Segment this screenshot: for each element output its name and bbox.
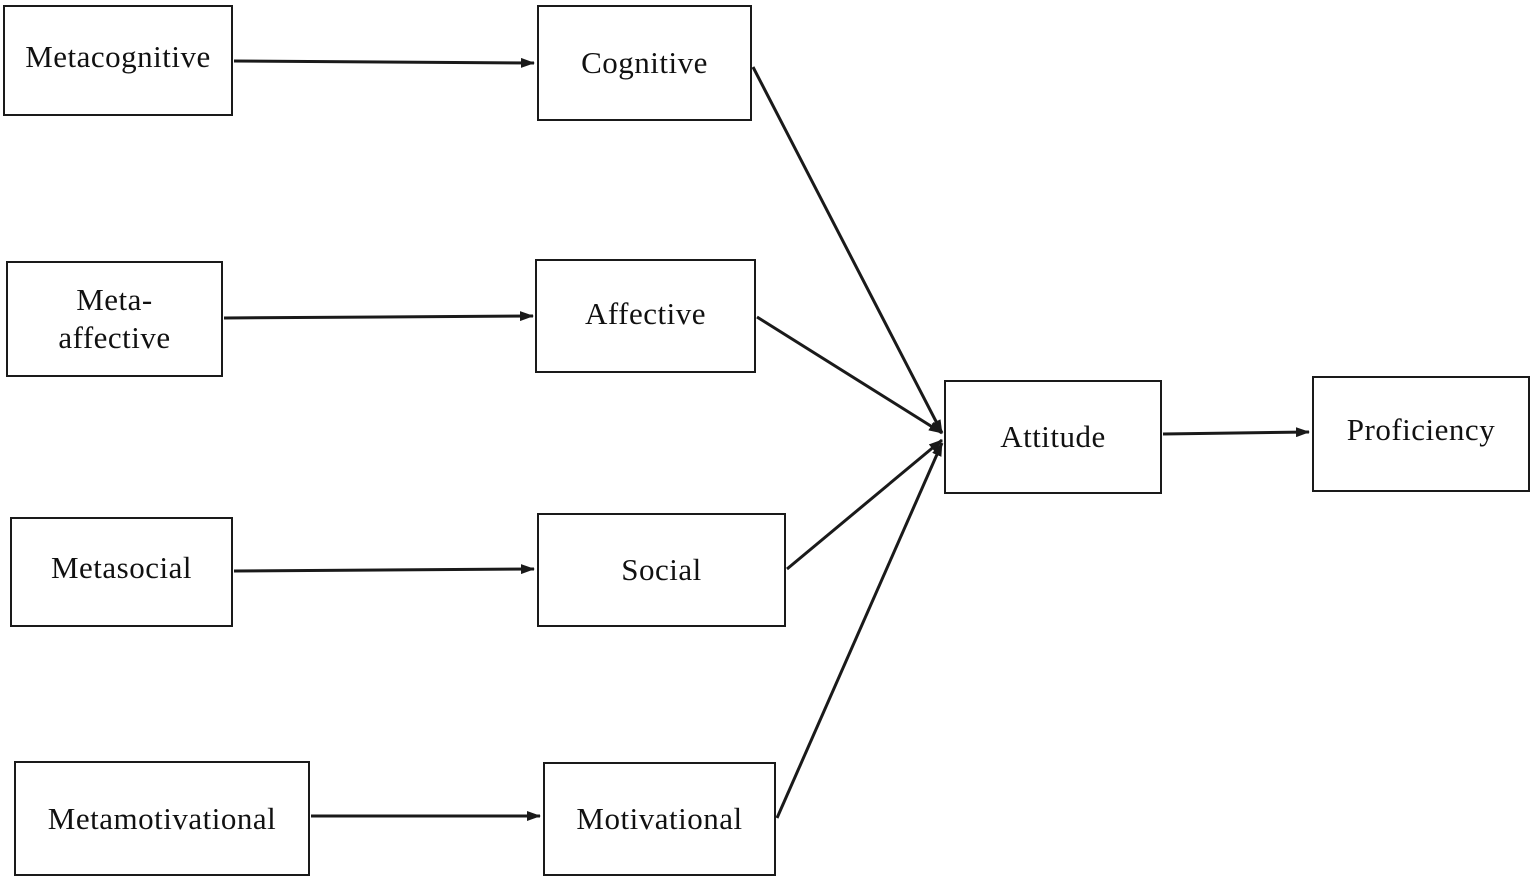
arrow-affective-to-attitude — [756, 315, 943, 435]
node-social: Social — [537, 513, 786, 627]
node-metamotivational: Metamotivational — [14, 761, 310, 876]
node-label-line-2: affective — [58, 320, 171, 355]
arrow-metacognitive-to-cognitive — [233, 57, 535, 68]
arrow-social-to-attitude — [786, 438, 943, 571]
node-attitude: Attitude — [944, 380, 1162, 494]
node-label: Motivational — [576, 801, 743, 836]
node-meta-affective: Meta- affective — [6, 261, 223, 377]
node-metasocial: Metasocial — [10, 517, 233, 627]
node-proficiency: Proficiency — [1312, 376, 1530, 492]
node-label: Proficiency — [1346, 412, 1496, 447]
node-label: Metacognitive — [25, 38, 211, 74]
arrow-attitude-to-proficiency — [1162, 427, 1310, 438]
node-motivational: Motivational — [543, 762, 776, 876]
arrow-metasocial-to-social — [233, 564, 535, 575]
arrow-metaaffective-to-affective — [223, 311, 534, 322]
node-affective: Affective — [535, 259, 756, 373]
arrow-cognitive-to-attitude — [751, 66, 944, 434]
arrow-motivational-to-attitude — [775, 442, 944, 819]
node-metacognitive: Metacognitive — [3, 5, 233, 116]
node-label: Attitude — [1000, 419, 1106, 454]
node-label-line-1: Meta- — [76, 282, 153, 317]
node-label: Metasocial — [50, 550, 192, 585]
node-label: Social — [621, 552, 702, 587]
node-label: Affective — [585, 296, 706, 331]
node-label: Cognitive — [581, 45, 708, 80]
node-cognitive: Cognitive — [537, 5, 752, 121]
node-label: Metamotivational — [47, 800, 277, 836]
